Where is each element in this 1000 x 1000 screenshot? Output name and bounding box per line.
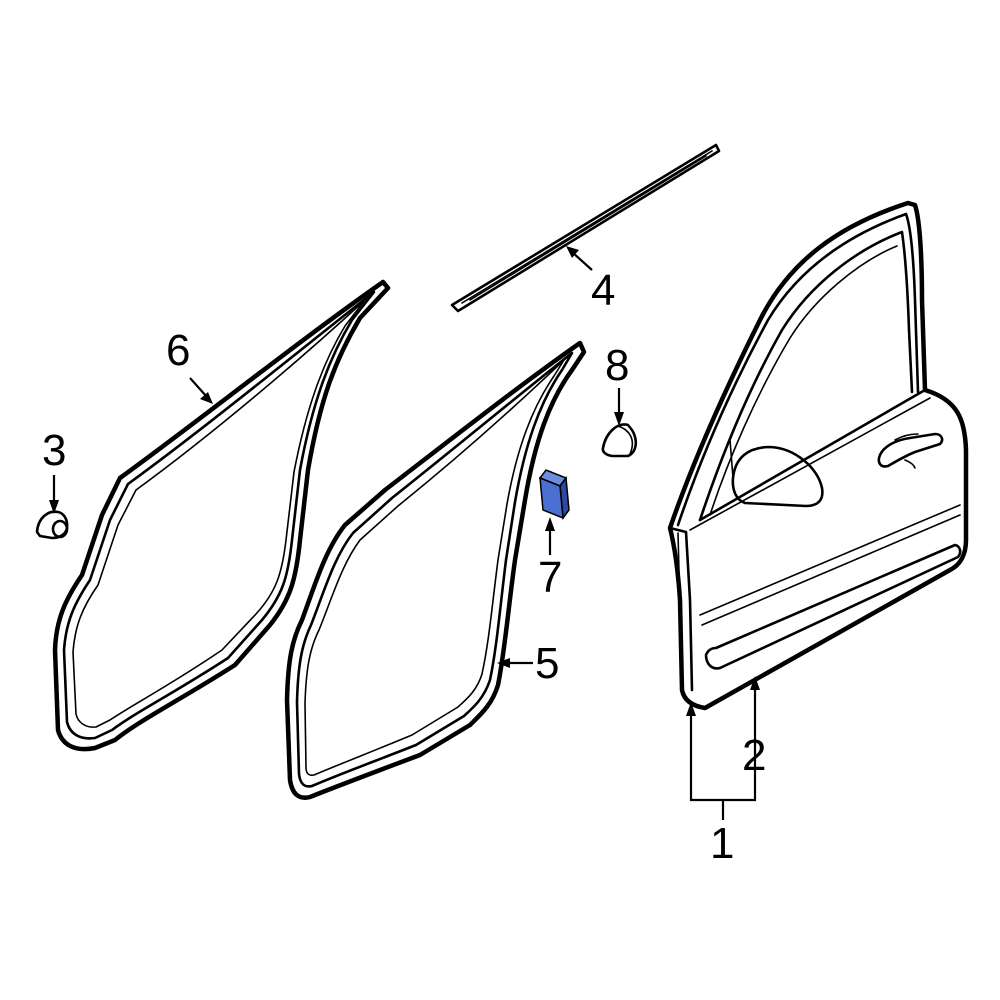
part-7-highlighted-block[interactable] (538, 469, 570, 521)
callout-6: 6 (166, 326, 190, 375)
arrow-5 (497, 658, 510, 668)
arrow-4 (566, 246, 579, 258)
arrow-1 (686, 702, 696, 716)
leader-lines (49, 246, 760, 820)
arrow-2 (750, 676, 760, 690)
callout-1: 1 (710, 819, 734, 868)
callout-7: 7 (538, 553, 562, 602)
arrow-3 (49, 500, 59, 514)
callout-3: 3 (42, 426, 66, 475)
arrow-8 (614, 412, 624, 426)
part-8-stopper[interactable] (601, 423, 638, 458)
callout-2: 2 (742, 731, 766, 780)
part-1-front-door[interactable] (667, 200, 969, 711)
arrow-6 (200, 392, 213, 404)
part-5-door-weatherstrip[interactable] (284, 340, 587, 800)
callout-5: 5 (535, 639, 559, 688)
part-4-belt-molding[interactable] (450, 143, 721, 313)
callout-8: 8 (605, 341, 629, 390)
part-6-door-weatherstrip[interactable] (52, 279, 391, 752)
callout-4: 4 (591, 266, 615, 315)
arrow-7 (545, 517, 555, 531)
part-3-bumper[interactable] (35, 510, 69, 540)
